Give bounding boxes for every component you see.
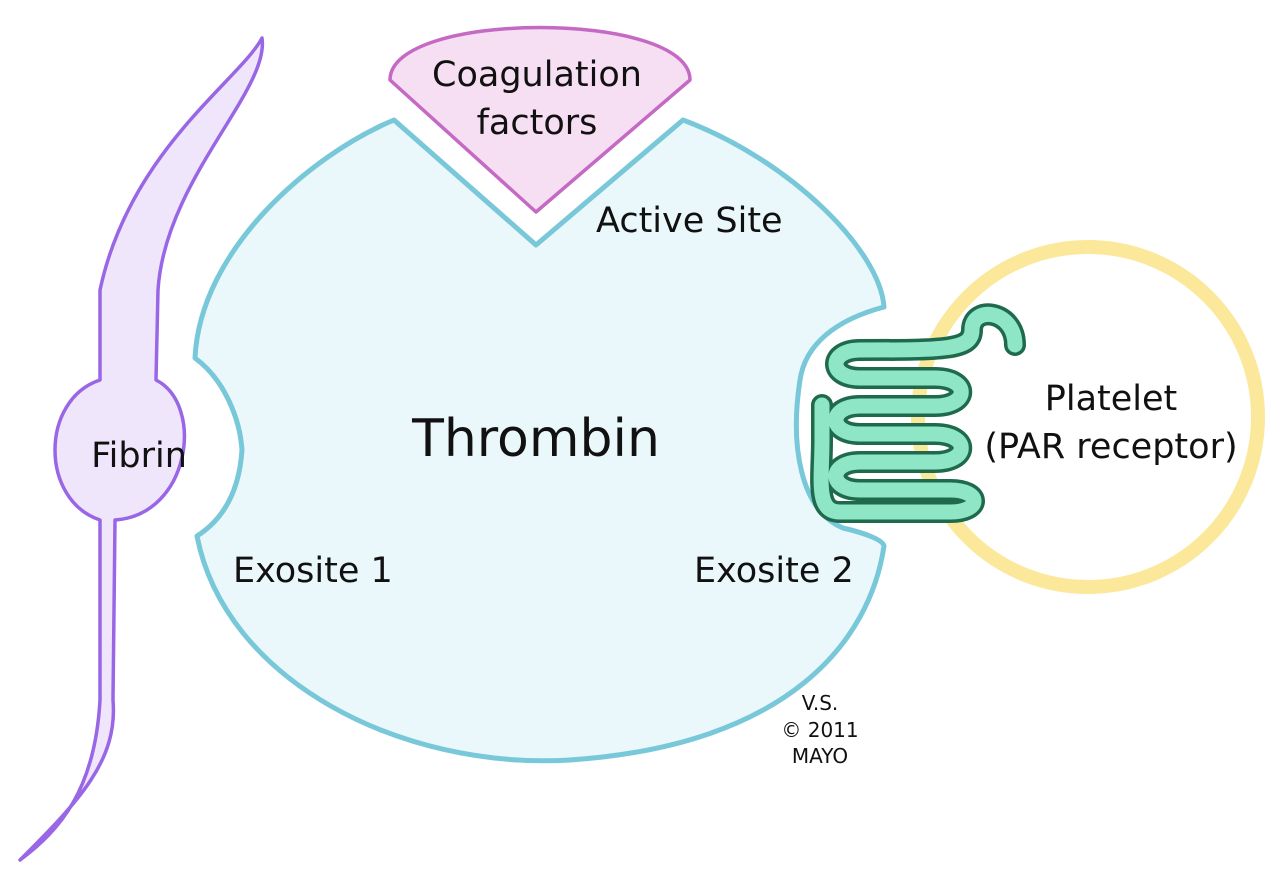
credit-line3: MAYO <box>792 744 848 768</box>
coagulation-label-line1: Coagulation <box>432 55 642 95</box>
fibrin <box>18 36 265 862</box>
platelet-label-line2: (PAR receptor) <box>984 427 1237 467</box>
credit-line2: © 2011 <box>781 718 858 742</box>
coagulation-wedge <box>388 25 692 214</box>
exosite2-label: Exosite 2 <box>694 551 854 591</box>
fibrin-label: Fibrin <box>91 436 187 476</box>
platelet-label-line1: Platelet <box>1045 379 1178 419</box>
par-receptor-coil <box>813 307 1023 520</box>
credit-line1: V.S. <box>802 691 839 715</box>
exosite1-label: Exosite 1 <box>233 551 393 591</box>
fibrin-strand <box>18 36 265 862</box>
par-receptor <box>810 303 1026 523</box>
thrombin <box>192 117 887 764</box>
thrombin-label: Thrombin <box>411 409 660 469</box>
coagulation-label-line2: factors <box>477 103 598 143</box>
coagulation-factors <box>388 25 692 214</box>
thrombin-body <box>192 117 887 764</box>
active-site-label: Active Site <box>596 201 783 241</box>
